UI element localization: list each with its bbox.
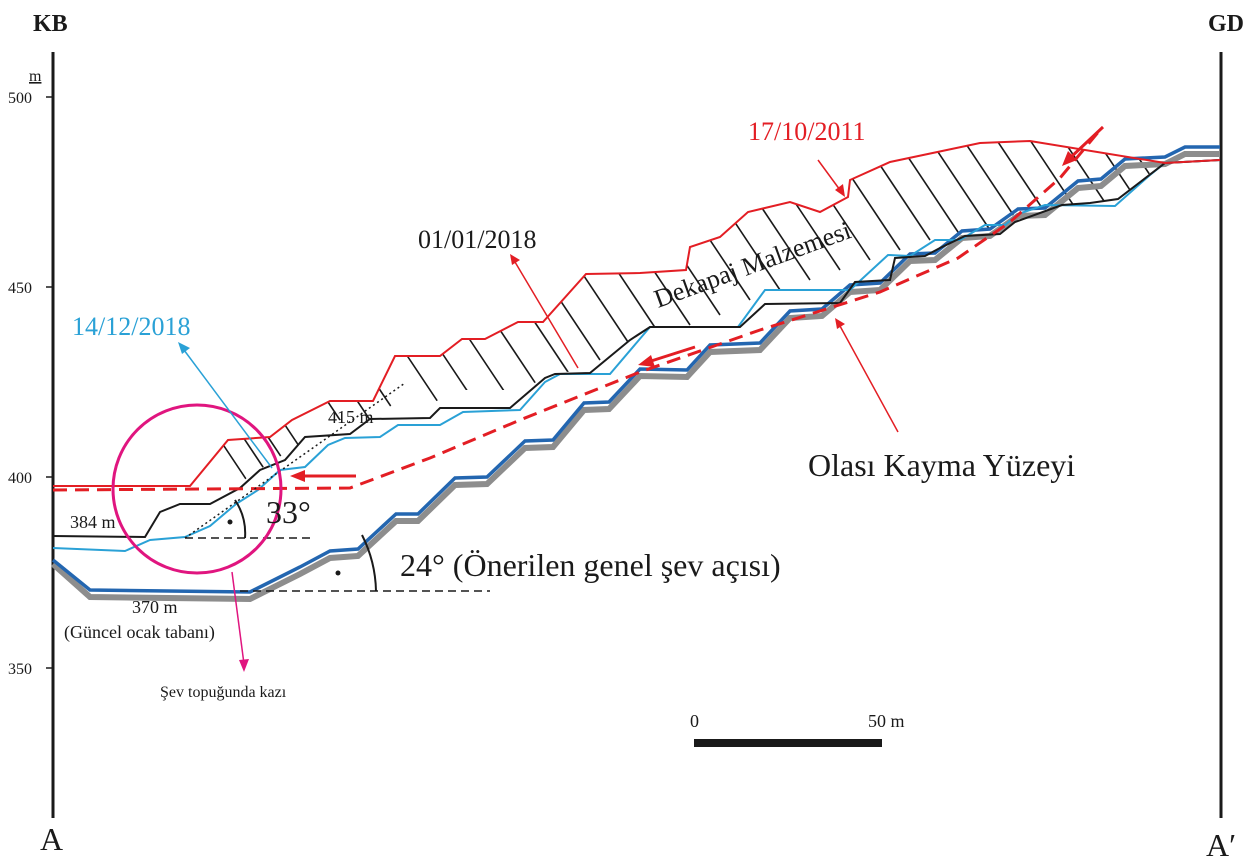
label-slip-surface: Olası Kayma Yüzeyi: [808, 447, 1075, 483]
tick-450: 450: [8, 280, 32, 297]
axis-unit: m: [29, 68, 42, 85]
elevation-axis: [46, 96, 53, 669]
tick-350: 350: [8, 661, 32, 678]
label-elev-370: 370 m: [132, 597, 178, 617]
pointer-2018-jan: [510, 254, 579, 369]
scale-end: 50 m: [868, 711, 905, 731]
angle-arc-24: [361, 534, 377, 592]
label-overburden: Dekapaj Malzemesi: [650, 216, 855, 314]
label-toe-excavation: Şev topuğunda kazı: [160, 684, 287, 701]
corner-a: A: [40, 821, 63, 857]
slip-surface: [52, 129, 1102, 492]
label-pit-floor: (Güncel ocak tabanı): [64, 622, 215, 643]
scale-bar: [694, 739, 882, 747]
corner-kb: KB: [33, 11, 68, 37]
tick-400: 400: [8, 470, 32, 487]
profile-2011: [53, 139, 1221, 487]
bedrock-shadow: [51, 151, 1220, 603]
angle-dot-33: [227, 519, 233, 525]
pointer-slip-surface: [835, 318, 899, 433]
slip-arrow-lower: [290, 470, 356, 482]
label-angle-33: 33°: [266, 494, 311, 530]
slip-arrow-upper: [1062, 125, 1105, 166]
slip-arrow-middle: [638, 345, 696, 367]
toe-pointer-head: [239, 659, 249, 672]
angle-arc-33: [234, 499, 247, 539]
pointer-2011: [817, 159, 845, 197]
label-2018-dec: 14/12/2018: [72, 312, 190, 341]
toe-excavation-pointer: [231, 571, 245, 665]
profile-2018-dec: [52, 159, 1221, 553]
tick-500: 500: [8, 90, 32, 107]
label-2011: 17/10/2011: [748, 117, 865, 146]
corner-gd: GD: [1208, 11, 1244, 37]
scale-start: 0: [690, 711, 699, 731]
corner-a-prime: A′: [1206, 827, 1236, 860]
label-2018-jan: 01/01/2018: [418, 225, 536, 254]
label-angle-24: 24° (Önerilen genel şev açısı): [400, 547, 781, 583]
bedrock-line: [51, 145, 1220, 594]
pointer-2018-dec: [178, 342, 273, 469]
angle-dot-24: [335, 570, 341, 576]
profile-2018-jan: [52, 159, 1221, 539]
label-elev-415: 415 m: [328, 407, 374, 427]
toe-excavation-circle: [111, 403, 283, 575]
label-elev-384: 384 m: [70, 512, 116, 532]
